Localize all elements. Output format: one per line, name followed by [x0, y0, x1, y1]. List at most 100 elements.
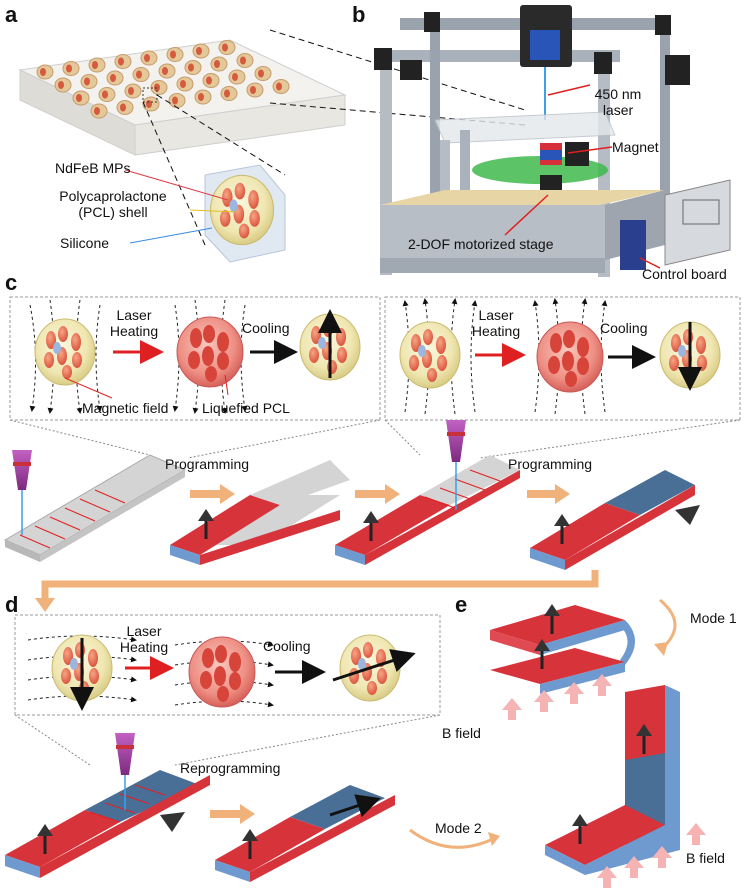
slab-particle-core [188, 63, 194, 72]
panel-label-e: e [455, 592, 468, 617]
bfield-arrows-2 [597, 823, 706, 888]
slab-particle-core [224, 89, 230, 98]
slab-particle-core [76, 94, 82, 102]
panel-label-c: c [5, 270, 18, 295]
laser-module [530, 30, 560, 60]
frame-back-left-post [430, 22, 440, 202]
slab-particle-core [196, 47, 202, 55]
label-pcl-line1: Polycaprolactone [59, 188, 167, 204]
strip-1 [3, 450, 187, 562]
laser-heating-c1-line1: Laser [116, 307, 152, 323]
strip-d1 [5, 733, 210, 878]
panel-b-printer [374, 5, 731, 277]
l-horizontal-side [545, 845, 585, 875]
laser-heating-d-line1: Laser [126, 623, 162, 639]
slab-particle-core [40, 68, 46, 76]
particle-initial-2 [399, 321, 461, 389]
label-laser-line1: 450 nm [594, 86, 642, 102]
label-laser-heating-c2: Laser Heating [470, 307, 522, 339]
label-liquefied-pcl: Liquefied PCL [202, 400, 290, 416]
folded-bottom-front [540, 662, 625, 694]
folded-top-side [490, 630, 540, 655]
strip-2 [170, 460, 350, 565]
slab-particle-core [144, 54, 150, 62]
laser-nozzle-1 [12, 450, 32, 490]
mode2-arrowhead [488, 832, 500, 846]
composite-particle [209, 174, 275, 246]
mag-arrow-d2-right [329, 794, 381, 818]
slab-particle-core [198, 93, 204, 101]
magnet-leader [567, 146, 613, 154]
laser-heating-c2-line2: Heating [471, 323, 521, 339]
mag-arrow-strip4-down [675, 505, 700, 525]
zoom-line-c3 [384, 419, 421, 456]
pcl-leader [224, 374, 229, 396]
panel-d-box [14, 614, 441, 716]
strip-3 [335, 420, 520, 565]
zoom-line-right [156, 94, 286, 176]
process-arrow-d [210, 804, 255, 824]
panel-e [490, 598, 706, 888]
slab-particle-core [170, 50, 176, 59]
mps-leader [124, 169, 229, 201]
slab-particle-core [180, 80, 186, 88]
slab-particle-core [258, 69, 264, 78]
silicone-leader [129, 227, 213, 244]
label-cooling-c2: Cooling [600, 320, 648, 336]
slab-particle-core [206, 76, 212, 85]
embedded-particles [36, 40, 290, 119]
slab-particle-core [172, 96, 178, 105]
panel-label-a: a [5, 2, 18, 27]
zoom-line-c4 [479, 419, 741, 459]
process-arrow-2 [355, 484, 400, 504]
frame-back-post [660, 22, 670, 212]
laser-heating-c2-line1: Laser [478, 307, 514, 323]
slab-particle-core [92, 61, 98, 69]
slab-particle-core [84, 77, 90, 86]
folded-top [490, 605, 625, 645]
motor-x [400, 60, 422, 80]
zoom-line-left [142, 101, 206, 246]
laser-heating-c1-line2: Heating [109, 323, 159, 339]
label-cooling-c1: Cooling [242, 320, 290, 336]
label-cooling-d: Cooling [263, 638, 311, 654]
psu-vent [682, 199, 720, 225]
l-vertical-side [665, 685, 680, 850]
shell-leader [189, 209, 237, 213]
power-supply [664, 179, 731, 266]
base-plate [380, 190, 665, 205]
slab-particle-core [102, 90, 108, 99]
laser-nozzle-3 [115, 733, 135, 775]
connector-c-to-d [41, 570, 599, 600]
slab-particle-core [232, 73, 238, 81]
panel-c [3, 296, 741, 612]
connector-arrowhead [35, 598, 55, 612]
particle-heated [176, 316, 244, 388]
link-line-top [269, 29, 526, 111]
label-programming-2: Programming [508, 456, 593, 472]
slab-particle-core [110, 74, 116, 82]
label-silicone: Silicone [60, 235, 110, 251]
slab-particle-core [214, 60, 220, 68]
bfield-arrows-1 [502, 674, 612, 720]
panel-d [5, 614, 500, 882]
slab-particle-core [250, 86, 256, 94]
magnet-motor [565, 142, 589, 166]
label-control-board: Control board [642, 266, 727, 282]
panel-a-illustration [18, 29, 526, 263]
base-rail [380, 258, 605, 273]
motor-y [665, 55, 690, 85]
particle-d-heated [188, 636, 256, 708]
zoom-line-c1 [9, 419, 151, 456]
glass-plate [434, 111, 616, 144]
slab-particle-core [128, 87, 134, 95]
panel-c-box-left [9, 296, 381, 421]
zoom-line-c2 [187, 419, 381, 459]
slab-particle-core [222, 43, 228, 52]
slab-particle-core [120, 103, 126, 112]
panel-c-box-right [384, 296, 741, 421]
slab-particle-core [94, 107, 100, 115]
slab-particle-core [136, 70, 142, 79]
corner-bracket-1 [374, 48, 392, 70]
